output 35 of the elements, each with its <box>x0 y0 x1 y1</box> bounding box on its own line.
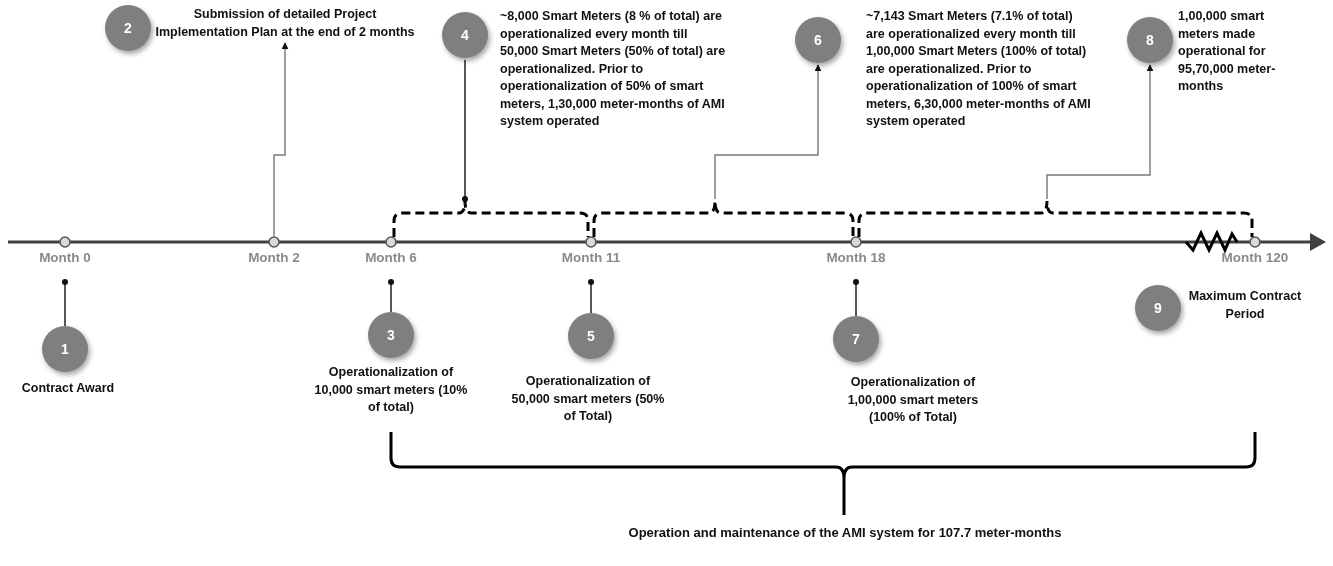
dashed-brace <box>394 199 588 237</box>
step-number-circle: 5 <box>568 313 614 359</box>
month-label: Month 0 <box>38 250 92 265</box>
milestone-description: Submission of detailed Project Implementation Plan at the end of 2 months <box>155 6 415 41</box>
month-label: Month 11 <box>560 250 622 265</box>
milestone-description: ~7,143 Smart Meters (7.1% of total) are operationalized every month till 1,00,000 Smart Meters (100% of total) are operationalized. Prior to operationalization of 100% of smart meters, 6,30,000 meter-months of AMI system operated <box>866 8 1092 130</box>
step-number-circle: 2 <box>105 5 151 51</box>
step-number-circle: 8 <box>1127 17 1173 63</box>
connector-line <box>62 279 68 327</box>
connector-line <box>388 279 394 313</box>
connector-line <box>853 279 859 317</box>
note-text: Operation and maintenance of the AMI system for 107.7 meter-months <box>627 524 1063 542</box>
milestone-description: Operationalization of 10,000 smart meters (10% of total) <box>313 364 469 416</box>
arrow <box>1046 64 1154 200</box>
connector-line <box>462 59 468 202</box>
arrow <box>714 64 822 200</box>
connector-line <box>588 279 594 314</box>
milestone-description: Maximum Contract Period <box>1187 288 1303 323</box>
month-label: Month 120 <box>1220 250 1290 265</box>
month-label: Month 6 <box>364 250 418 265</box>
step-number-circle: 6 <box>795 17 841 63</box>
month-label: Month 2 <box>247 250 301 265</box>
step-number-circle: 9 <box>1135 285 1181 331</box>
dashed-brace <box>859 199 1252 237</box>
milestone-description: ~8,000 Smart Meters (8 % of total) are operationalized every month till 50,000 Smart Meters (50% of total) are operationalized. Prior to operationalization of 50% of smart meters, 1,30,000 meter-months of AMI system operated <box>500 8 727 130</box>
step-number-circle: 4 <box>442 12 488 58</box>
arrow <box>273 42 289 237</box>
step-number-circle: 1 <box>42 326 88 372</box>
month-label: Month 18 <box>825 250 887 265</box>
milestone-description: 1,00,000 smart meters made operational for 95,70,000 meter-months <box>1178 8 1277 95</box>
step-number-circle: 7 <box>833 316 879 362</box>
milestone-description: Operationalization of 1,00,000 smart meters (100% of Total) <box>846 374 980 426</box>
milestone-description: Operationalization of 50,000 smart meters (50% of Total) <box>510 373 666 425</box>
step-number-circle: 3 <box>368 312 414 358</box>
milestone-description: Contract Award <box>20 380 116 397</box>
